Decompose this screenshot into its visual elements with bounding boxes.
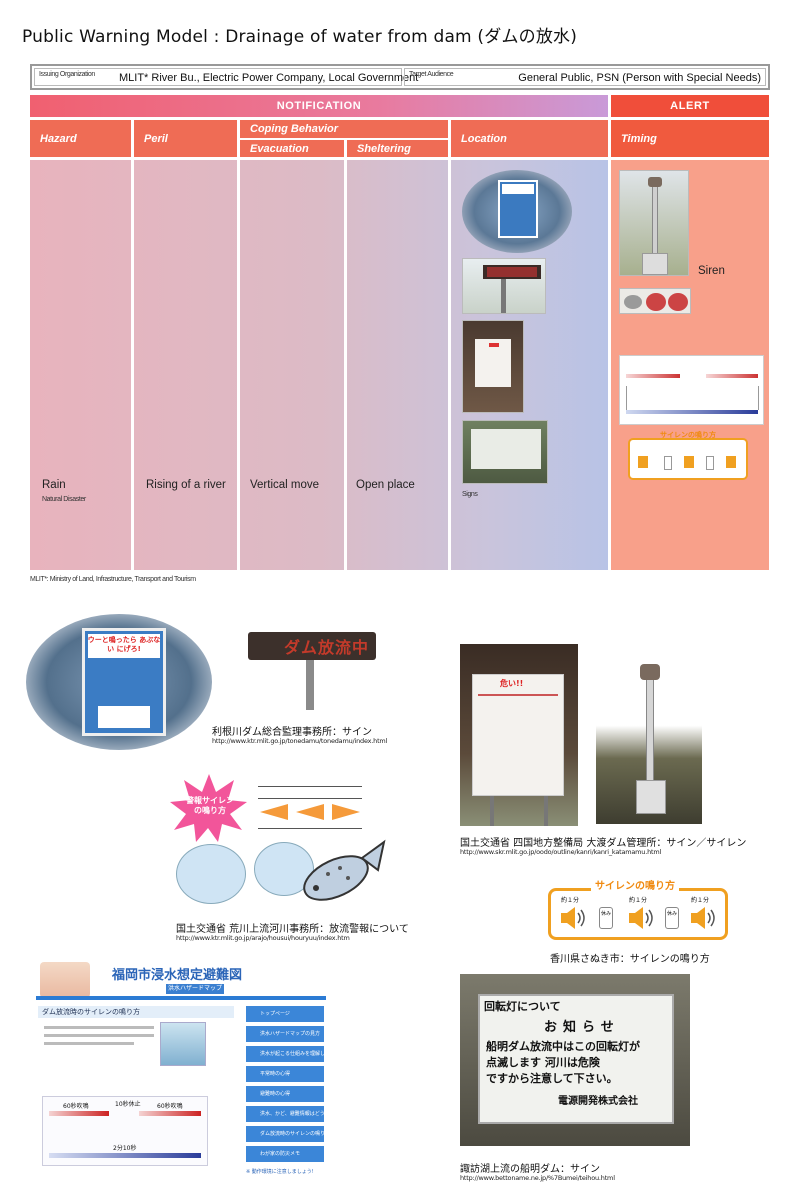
large-sign-photo-oval: ウーと鳴ったら あぶない にげろ! — [26, 614, 212, 750]
web-nav-item[interactable]: わが家の防災メモ — [246, 1146, 324, 1162]
sign-photo-oval — [462, 170, 572, 253]
speaker-icon — [561, 907, 585, 929]
notice-title: 回転灯について — [484, 1000, 561, 1013]
sign-text: ウーと鳴ったら あぶない にげろ! — [87, 636, 161, 654]
notice-line-4: 電源開発株式会社 — [558, 1096, 638, 1107]
notice-sign-photo — [462, 420, 548, 484]
siren-label: Siren — [698, 265, 725, 277]
web-title: 福岡市浸水想定避難図 — [112, 968, 243, 983]
duration-label-3: 約１分 — [691, 897, 710, 904]
fukuoka-web-screenshot: 福岡市浸水想定避難図 洪水ハザードマップ ダム放流時のサイレンの鳴り方 60秒吹… — [36, 958, 326, 1182]
caption-sanuki: 香川県さぬき市：サイレンの鳴り方 — [550, 954, 710, 965]
cell-peril: Rising of a river — [146, 479, 226, 491]
target-value: General Public, PSN (Person with Special… — [518, 72, 761, 84]
header-coping-behavior: Coping Behavior — [240, 120, 448, 138]
header-hazard: Hazard — [30, 120, 131, 157]
pause-indicator-1: 休み — [599, 907, 613, 929]
footnote: MLIT*: Ministry of Land, Infrastructure,… — [30, 576, 196, 583]
notice-heading: お知らせ — [544, 1020, 620, 1035]
duration-label-1: 約１分 — [561, 897, 580, 904]
url-tonegawa[interactable]: http://www.ktr.mlit.go.jp/tonedamu/toned… — [212, 737, 388, 745]
issuing-organization: Issuing Organization MLIT* River Bu., El… — [34, 68, 418, 86]
header-evacuation: Evacuation — [240, 140, 344, 157]
diagram-on-label: 60秒吹鳴 — [63, 1103, 89, 1110]
cell-evacuation: Vertical move — [250, 479, 320, 491]
cell-hazard: Rain — [42, 479, 66, 491]
caption-oodo: 国土交通省 四国地方整備局 大渡ダム管理所：サイン／サイレン — [460, 838, 747, 849]
issuing-label: Issuing Organization — [39, 71, 95, 78]
web-note: ※ 動作環境に注意しましょう! — [246, 1169, 314, 1175]
web-section: ダム放流時のサイレンの鳴り方 — [38, 1006, 234, 1018]
siren-horns-photo — [619, 288, 691, 314]
page-title: Public Warning Model : Drainage of water… — [22, 27, 578, 47]
diagram-off-label: 10秒休止 — [115, 1101, 141, 1108]
cell-location-note: Signs — [462, 491, 478, 498]
speech-bubble-left — [176, 844, 246, 904]
web-siren-diagram: 60秒吹鳴 10秒休止 60秒吹鳴 2分10秒 — [42, 1096, 208, 1166]
large-siren-tower-photo — [596, 660, 702, 824]
target-audience: Target Audience General Public, PSN (Per… — [404, 68, 766, 86]
siren-tower-photo — [619, 170, 689, 276]
duration-label-2: 約１分 — [629, 897, 648, 904]
web-nav-item[interactable]: ダム放流時のサイレンの鳴り方 — [246, 1126, 324, 1142]
speaker-icon — [691, 907, 715, 929]
cell-hazard-sub: Natural Disaster — [42, 496, 86, 503]
starburst-text: 警報サイレンの鳴り方 — [186, 796, 234, 815]
led-text: ダム放流中 — [284, 638, 370, 657]
fish-illustration — [303, 839, 386, 901]
url-arakawa[interactable]: http://www.ktr.mlit.go.jp/arajo/housui/h… — [176, 934, 350, 942]
web-subtitle: 洪水ハザードマップ — [166, 984, 224, 994]
issuing-value: MLIT* River Bu., Electric Power Company,… — [119, 72, 419, 84]
speaker-icon — [629, 907, 653, 929]
large-danger-sign-photo: 危い!! — [460, 644, 578, 826]
notice-line-1: 船明ダム放流中はこの回転灯が — [486, 1040, 640, 1053]
siren-pattern-title: サイレンの鳴り方 — [660, 431, 716, 439]
warning-starburst — [170, 774, 247, 842]
web-nav-item[interactable]: 避難時の心得 — [246, 1086, 324, 1102]
header-peril: Peril — [134, 120, 237, 157]
diagram-on-label-2: 60秒吹鳴 — [157, 1103, 183, 1110]
diagram-total: 2分10秒 — [113, 1145, 137, 1152]
notice-line-3: ですから注意して下さい。 — [486, 1072, 618, 1085]
siren-timing-diagram — [619, 355, 764, 425]
cell-sheltering: Open place — [356, 479, 415, 491]
url-funagira[interactable]: http://www.bettoname.ne.jp/%7Bumei/teiho… — [460, 1174, 615, 1182]
danger-sign-photo — [462, 320, 524, 413]
pause-indicator-2: 休み — [665, 907, 679, 929]
caption-funagira: 諏訪湖上流の船明ダム：サイン — [460, 1164, 600, 1175]
caption-arakawa: 国土交通省 荒川上流河川事務所：放流警報について — [176, 924, 409, 935]
web-nav-item[interactable]: 洪水、かど、避難情報はどうして入手する？ — [246, 1106, 324, 1122]
led-sign-photo — [462, 258, 546, 314]
danger-label: 危い!! — [500, 679, 524, 688]
caption-tonegawa: 利根川ダム総合監理事務所：サイン — [212, 727, 372, 738]
web-nav-item[interactable]: トップページ — [246, 1006, 324, 1022]
header-location: Location — [451, 120, 608, 157]
target-label: Target Audience — [409, 71, 454, 78]
large-siren-pattern-box: サイレンの鳴り方 約１分 約１分 約１分 休み 休み — [548, 877, 728, 940]
notice-board-photo: 回転灯について お知らせ 船明ダム放流中はこの回転灯が 点滅します 河川は危険 … — [460, 974, 690, 1146]
siren-pattern-box: サイレンの鳴り方 — [628, 431, 748, 480]
notification-band: NOTIFICATION — [30, 95, 608, 117]
url-oodo[interactable]: http://www.skr.mlit.go.jp/oodo/outline/k… — [460, 848, 662, 856]
header-sheltering: Sheltering — [347, 140, 448, 157]
header-timing: Timing — [611, 120, 769, 157]
web-nav-item[interactable]: 洪水が起こる仕組みを理解しましょう — [246, 1046, 324, 1062]
web-nav-item[interactable]: 洪水ハザードマップの見方 — [246, 1026, 324, 1042]
notice-line-2: 点滅します 河川は危険 — [486, 1056, 600, 1069]
large-led-sign-photo: ダム放流中 — [244, 624, 380, 710]
info-box: Issuing Organization MLIT* River Bu., El… — [30, 64, 770, 90]
siren-arrow-diagram — [254, 782, 366, 838]
alert-band: ALERT — [611, 95, 769, 117]
web-nav-item[interactable]: 平常時の心得 — [246, 1066, 324, 1082]
large-siren-pattern-title: サイレンの鳴り方 — [591, 877, 679, 892]
